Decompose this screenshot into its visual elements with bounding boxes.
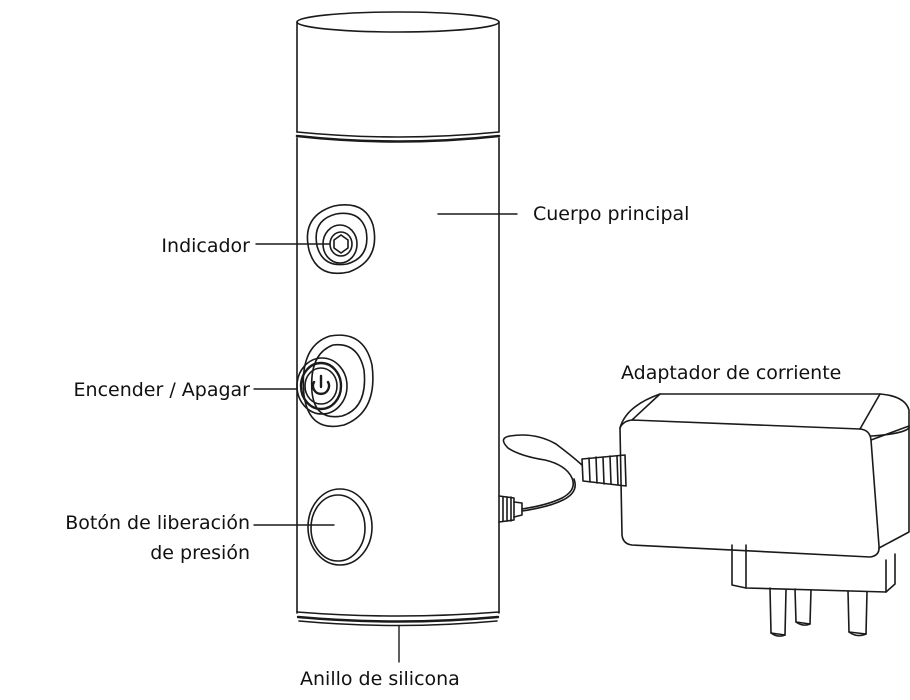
power-cable [502, 434, 583, 510]
prong-right [847, 590, 868, 635]
cap-rim [296, 131, 500, 138]
prong-middle [794, 588, 812, 625]
pressure-release-button-part [307, 488, 373, 566]
main-body [295, 11, 501, 627]
indicator-part [306, 204, 376, 275]
label-indicador: Indicador [161, 235, 250, 257]
power-icon [311, 374, 331, 395]
body-plug [498, 495, 523, 523]
label-encender-apagar: Encender / Apagar [73, 379, 250, 401]
label-anillo-silicona: Anillo de silicona [300, 668, 460, 690]
power-adapter [581, 393, 910, 637]
label-cuerpo-principal: Cuerpo principal [533, 203, 690, 225]
label-boton-line2: de presión [150, 542, 250, 564]
callout-lines [253, 213, 518, 663]
silicone-ring [296, 611, 500, 617]
power-button-part [296, 334, 374, 428]
prong-left [769, 587, 787, 636]
label-boton-line1: Botón de liberación [65, 512, 250, 534]
cap-sides [296, 21, 500, 133]
cap-top [296, 11, 500, 33]
body-sides [296, 137, 500, 614]
label-adaptador: Adaptador de corriente [621, 362, 842, 384]
